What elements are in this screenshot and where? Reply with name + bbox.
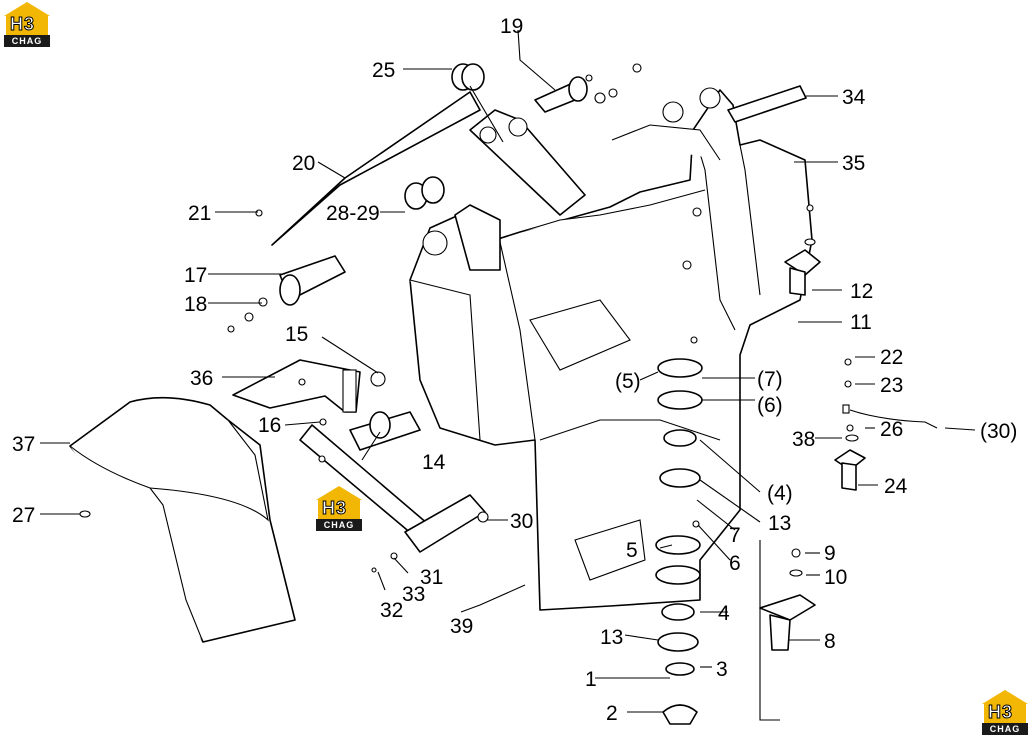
callout-34: 34 (842, 86, 866, 109)
callout-35: 35 (842, 152, 865, 175)
callout-28-29: 28-29 (326, 202, 380, 225)
callout-1: 1 (585, 668, 597, 691)
callout-20: 20 (292, 152, 315, 175)
logo-mark: H3 (987, 702, 1014, 723)
pin-part-17 (227, 255, 346, 333)
logo-roof-icon (316, 486, 362, 500)
leader-lines (40, 29, 976, 721)
pin-part-14 (299, 411, 436, 546)
hinge-stack (655, 358, 703, 725)
callout-4: 4 (718, 602, 730, 625)
callout-18: 18 (184, 293, 207, 316)
callout-22: 22 (880, 346, 903, 369)
logo-roof-icon (4, 2, 50, 16)
callout-6: 6 (729, 552, 741, 575)
brand-logo-center: H3 CHAG (314, 486, 364, 532)
callout-26: 26 (880, 418, 903, 441)
callout-39: 39 (450, 615, 473, 638)
callout-15: 15 (285, 323, 308, 346)
callout-5-paren: (5) (615, 370, 641, 393)
callout-7-paren: (7) (757, 368, 783, 391)
callout-37: 37 (12, 433, 35, 456)
callout-4-paren: (4) (767, 482, 793, 505)
upper-link-part (454, 109, 586, 271)
callout-30-paren: (30) (980, 420, 1017, 443)
logo-roof-icon (982, 690, 1028, 704)
hinge-pin-parts (759, 204, 938, 651)
callout-11: 11 (850, 311, 872, 334)
callout-24: 24 (884, 475, 908, 498)
callout-30: 30 (510, 510, 533, 533)
callout-3: 3 (716, 658, 728, 681)
callout-14: 14 (422, 451, 446, 474)
callout-6-paren: (6) (757, 394, 783, 417)
pin-part-19 (534, 63, 642, 113)
callout-13-upper: 13 (768, 512, 791, 535)
callout-27: 27 (12, 504, 35, 527)
callout-25: 25 (372, 59, 395, 82)
callout-33: 33 (402, 583, 425, 606)
rear-frame-part (409, 87, 813, 611)
bracket-part-36 (232, 359, 386, 413)
brand-logo-top-left: H3 CHAG (2, 2, 52, 48)
logo-mark: H3 (321, 498, 348, 519)
logo-caption: CHAG (982, 723, 1028, 735)
callout-16: 16 (258, 414, 281, 437)
callout-21: 21 (188, 202, 211, 225)
callout-13-lower: 13 (600, 626, 623, 649)
callout-38: 38 (792, 428, 815, 451)
logo-mark: H3 (9, 14, 36, 35)
callout-labels: 1 2 3 4 (4) (5) 5 (6) 6 (7) 7 8 9 10 11 … (12, 15, 1017, 725)
logo-caption: CHAG (4, 35, 50, 47)
callout-32: 32 (380, 599, 403, 622)
fender-part (69, 396, 296, 643)
callout-8: 8 (824, 630, 836, 653)
callout-5: 5 (626, 539, 638, 562)
callout-23: 23 (880, 374, 903, 397)
shield-plates (727, 85, 807, 123)
brand-logo-bottom-right: H3 CHAG (980, 690, 1030, 736)
callout-36: 36 (190, 367, 213, 390)
cover-plate-part-20 (271, 91, 481, 246)
callout-12: 12 (850, 280, 873, 303)
callout-19: 19 (500, 15, 523, 38)
callout-9: 9 (824, 542, 836, 565)
callout-7: 7 (729, 524, 741, 547)
callout-31: 31 (420, 566, 443, 589)
bracket-part-30 (371, 494, 489, 573)
logo-caption: CHAG (316, 519, 362, 531)
callout-17: 17 (184, 264, 207, 287)
washer-set (404, 63, 485, 210)
callout-10: 10 (824, 566, 847, 589)
callout-2: 2 (606, 702, 618, 725)
